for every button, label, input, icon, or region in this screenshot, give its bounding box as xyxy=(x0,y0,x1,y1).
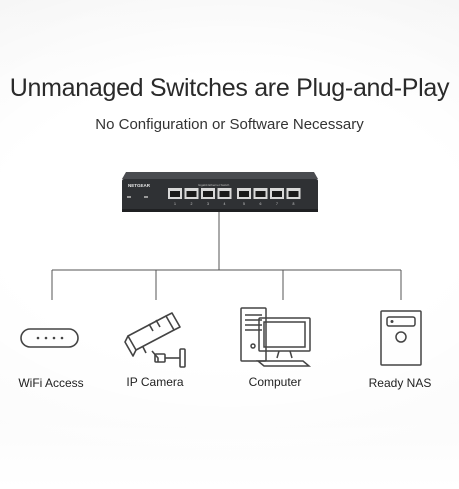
ethernet-port-number: 7 xyxy=(276,202,278,206)
connection-lines xyxy=(51,212,402,300)
ethernet-port-socket xyxy=(255,191,266,197)
computer-icon xyxy=(240,307,312,367)
ethernet-port-3: 3 xyxy=(201,188,215,206)
ethernet-port-number: 2 xyxy=(191,202,193,206)
wifi-access-point-icon xyxy=(20,328,79,348)
ethernet-port-socket xyxy=(219,191,230,197)
ethernet-port-8: 8 xyxy=(286,188,301,206)
ethernet-port-number: 6 xyxy=(260,202,262,206)
ethernet-port-socket xyxy=(203,191,213,197)
switch-brand-label: NETGEAR xyxy=(128,183,151,188)
ip-camera-icon xyxy=(124,312,186,368)
ethernet-port-number: 8 xyxy=(293,202,295,206)
device-label-ip-camera: IP Camera xyxy=(126,375,184,389)
ethernet-port-socket xyxy=(239,191,249,197)
ethernet-port-socket xyxy=(170,191,180,197)
page-title: Unmanaged Switches are Plug-and-Play xyxy=(9,74,450,102)
power-led-icon xyxy=(127,196,131,198)
ethernet-port-number: 3 xyxy=(207,202,209,206)
status-led-icon xyxy=(144,196,148,198)
page-subtitle: No Configuration or Software Necessary xyxy=(95,116,364,133)
ethernet-port-number: 5 xyxy=(243,202,245,206)
device-label-ready-nas: Ready NAS xyxy=(368,376,432,390)
ethernet-port-7: 7 xyxy=(270,188,284,206)
switch-port-caption: Gigabit Ethernet Switch xyxy=(198,183,230,187)
ethernet-port-5: 5 xyxy=(237,188,251,206)
ethernet-port-6: 6 xyxy=(253,188,268,206)
ethernet-port-1: 1 xyxy=(168,188,182,206)
ethernet-port-number: 1 xyxy=(174,202,176,206)
nas-icon xyxy=(380,310,422,366)
ethernet-port-socket xyxy=(288,191,299,197)
switch-ports: 1 2 3 4 5 6 7 8 xyxy=(168,188,301,206)
ethernet-port-4: 4 xyxy=(217,188,232,206)
ethernet-port-socket xyxy=(272,191,282,197)
network-switch: NETGEAR Gigabit Ethernet Switch 1 2 3 4 5 6 7 8 xyxy=(122,172,318,212)
ethernet-port-2: 2 xyxy=(184,188,199,206)
ethernet-port-number: 4 xyxy=(224,202,226,206)
device-label-wifi-access: WiFi Access xyxy=(18,376,84,390)
device-label-computer: Computer xyxy=(248,375,302,389)
ethernet-port-socket xyxy=(186,191,197,197)
